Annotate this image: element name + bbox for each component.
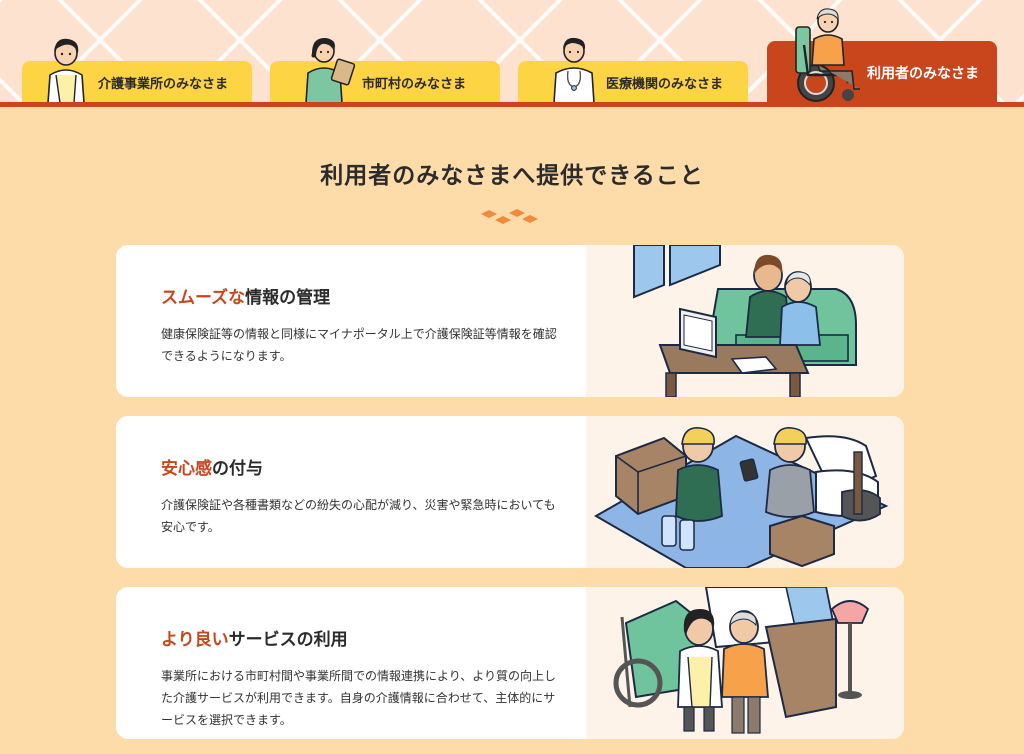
tab-label: 介護事業所のみなさま	[98, 76, 229, 92]
tab-municipalities[interactable]: 市町村のみなさま	[270, 37, 500, 103]
card-heading-rest: の付与	[212, 459, 263, 479]
card-heading-accent: 安心感	[161, 459, 212, 479]
feature-card-peace-of-mind: 安心感の付与 介護保険証や各種書類などの紛失の心配が減り、災害や緊急時においても…	[116, 416, 904, 568]
card-body: 介護保険証や各種書類などの紛失の心配が減り、災害や緊急時においても安心です。	[161, 498, 556, 534]
card-body: 健康保険証等の情報と同様にマイナポータル上で介護保険証等情報を確認できるようにな…	[161, 327, 557, 363]
feature-card-better-service: より良いサービスの利用 事業所における市町村間や事業所間での情報連携により、より…	[116, 587, 904, 739]
card-heading: スムーズな情報の管理	[161, 283, 330, 308]
card-heading: 安心感の付与	[161, 454, 263, 479]
caregiver-bedside-illustration	[613, 587, 870, 734]
municipal-staff-icon	[305, 37, 356, 103]
wheelchair-user-icon	[795, 8, 860, 102]
disaster-shelter-illustration	[593, 427, 889, 568]
card-heading-accent: スムーズな	[161, 288, 246, 308]
card-heading: より良いサービスの利用	[161, 625, 348, 650]
tab-underline	[0, 102, 1024, 107]
card-body: 事業所における市町村間や事業所間での情報連携により、より質の向上した介護サービス…	[161, 669, 557, 727]
tab-label: 利用者のみなさま	[867, 66, 979, 82]
doctor-icon	[553, 37, 595, 103]
sofa-laptop-illustration	[633, 245, 857, 397]
feature-card-info-management: スムーズな情報の管理 健康保険証等の情報と同様にマイナポータル上で介護保険証等情…	[116, 245, 904, 397]
section-title: 利用者のみなさまへ提供できること	[320, 163, 704, 189]
card-heading-rest: 情報の管理	[245, 288, 331, 308]
tab-care-providers[interactable]: 介護事業所のみなさま	[22, 38, 252, 103]
care-worker-icon	[47, 38, 85, 103]
card-heading-accent: より良い	[161, 630, 229, 650]
tab-medical-institutions[interactable]: 医療機関のみなさま	[518, 37, 748, 103]
orange-diamonds-icon	[481, 209, 538, 224]
card-heading-rest: サービスの利用	[228, 630, 348, 650]
tab-label: 市町村のみなさま	[362, 76, 467, 92]
tab-label: 医療機関のみなさま	[606, 76, 724, 92]
